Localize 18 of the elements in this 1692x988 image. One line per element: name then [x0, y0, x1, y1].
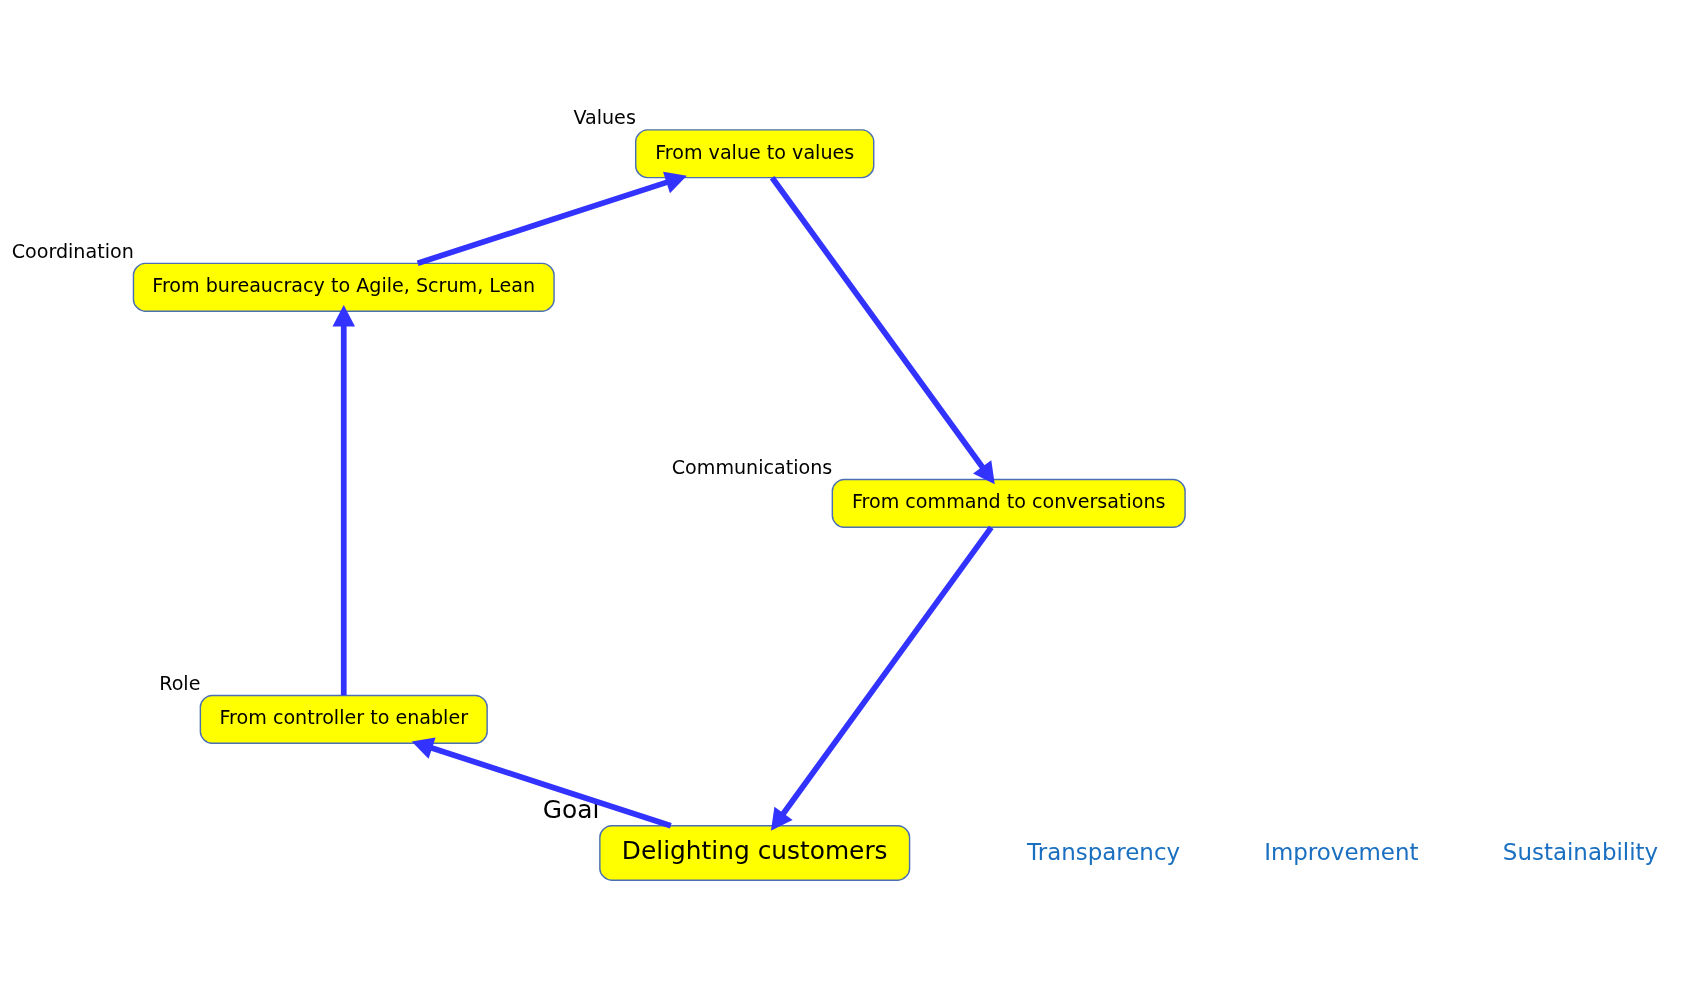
node-label: Communications	[671, 455, 833, 479]
node-box: From value to values	[635, 128, 875, 178]
node-box: Delighting customers	[599, 824, 911, 881]
label: Improvement	[1264, 838, 1419, 865]
arrow	[416, 171, 687, 266]
arrow	[769, 175, 995, 484]
node-label: Role	[159, 671, 201, 695]
arrow	[770, 525, 994, 831]
arrow	[332, 304, 356, 695]
label: Sustainability	[1502, 838, 1659, 865]
node-box: From command to conversations	[831, 478, 1186, 528]
arrow	[411, 736, 672, 828]
node-box: From controller to enabler	[199, 694, 488, 744]
node-box: From bureaucracy to Agile, Scrum, Lean	[132, 262, 555, 312]
node-label: Goal	[542, 794, 600, 824]
node-label: Coordination	[11, 239, 134, 263]
label: Transparency	[1027, 838, 1181, 865]
node-label: Values	[573, 105, 636, 129]
